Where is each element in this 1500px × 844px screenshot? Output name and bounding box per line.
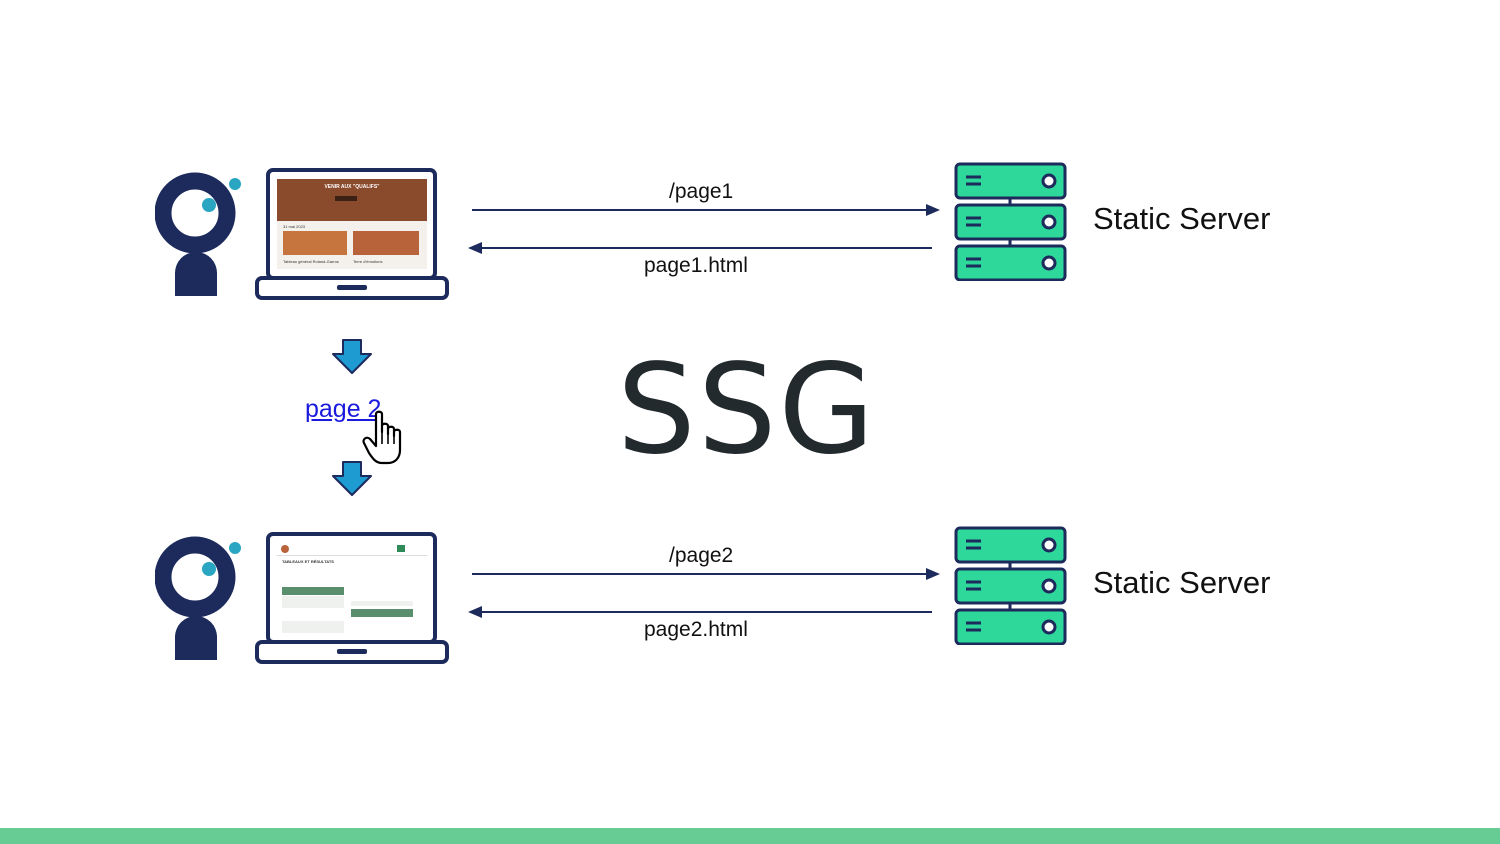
footer-accent-bar (0, 828, 1500, 844)
screen-banner-button (335, 196, 357, 201)
user-icon (154, 536, 245, 666)
user-icon (154, 172, 245, 302)
response-arrow (462, 602, 942, 622)
page-2-link[interactable]: page 2 (305, 395, 382, 423)
request-arrow (470, 564, 950, 584)
screen-caption-left: Tableau général Roland-Garros (283, 259, 339, 264)
response-arrow (462, 238, 942, 258)
screen-image-right (353, 231, 419, 255)
screen-date: 31 mai 2023 (283, 224, 306, 229)
request-label: /page1 (669, 180, 734, 203)
screen-header (277, 543, 427, 556)
laptop-icon: VENIR AUX "QUALIFS" 31 mai 2023 Tableau … (255, 168, 450, 303)
request-label: /page2 (669, 544, 734, 567)
down-arrow-icon (331, 338, 373, 376)
request-arrow (470, 200, 950, 220)
laptop-icon: TABLEAUX ET RÉSULTATS (255, 532, 450, 667)
response-label: page2.html (644, 618, 748, 641)
diagram-title: SSG (617, 338, 877, 482)
laptop-screen: VENIR AUX "QUALIFS" 31 mai 2023 Tableau … (277, 179, 427, 269)
screen-image-left (283, 231, 347, 255)
screen-heading: TABLEAUX ET RÉSULTATS (282, 559, 334, 564)
screen-banner-text: VENIR AUX "QUALIFS" (324, 184, 380, 190)
server-icon (953, 161, 1068, 282)
server-label: Static Server (1093, 201, 1271, 236)
laptop-screen: TABLEAUX ET RÉSULTATS (277, 543, 427, 633)
response-label: page1.html (644, 254, 748, 277)
screen-caption-right: Terre d'émotions (353, 259, 383, 264)
down-arrow-icon (331, 460, 373, 498)
screen-banner: VENIR AUX "QUALIFS" (277, 179, 427, 221)
server-icon (953, 525, 1068, 646)
server-label: Static Server (1093, 565, 1271, 600)
hand-cursor-icon (362, 410, 412, 466)
